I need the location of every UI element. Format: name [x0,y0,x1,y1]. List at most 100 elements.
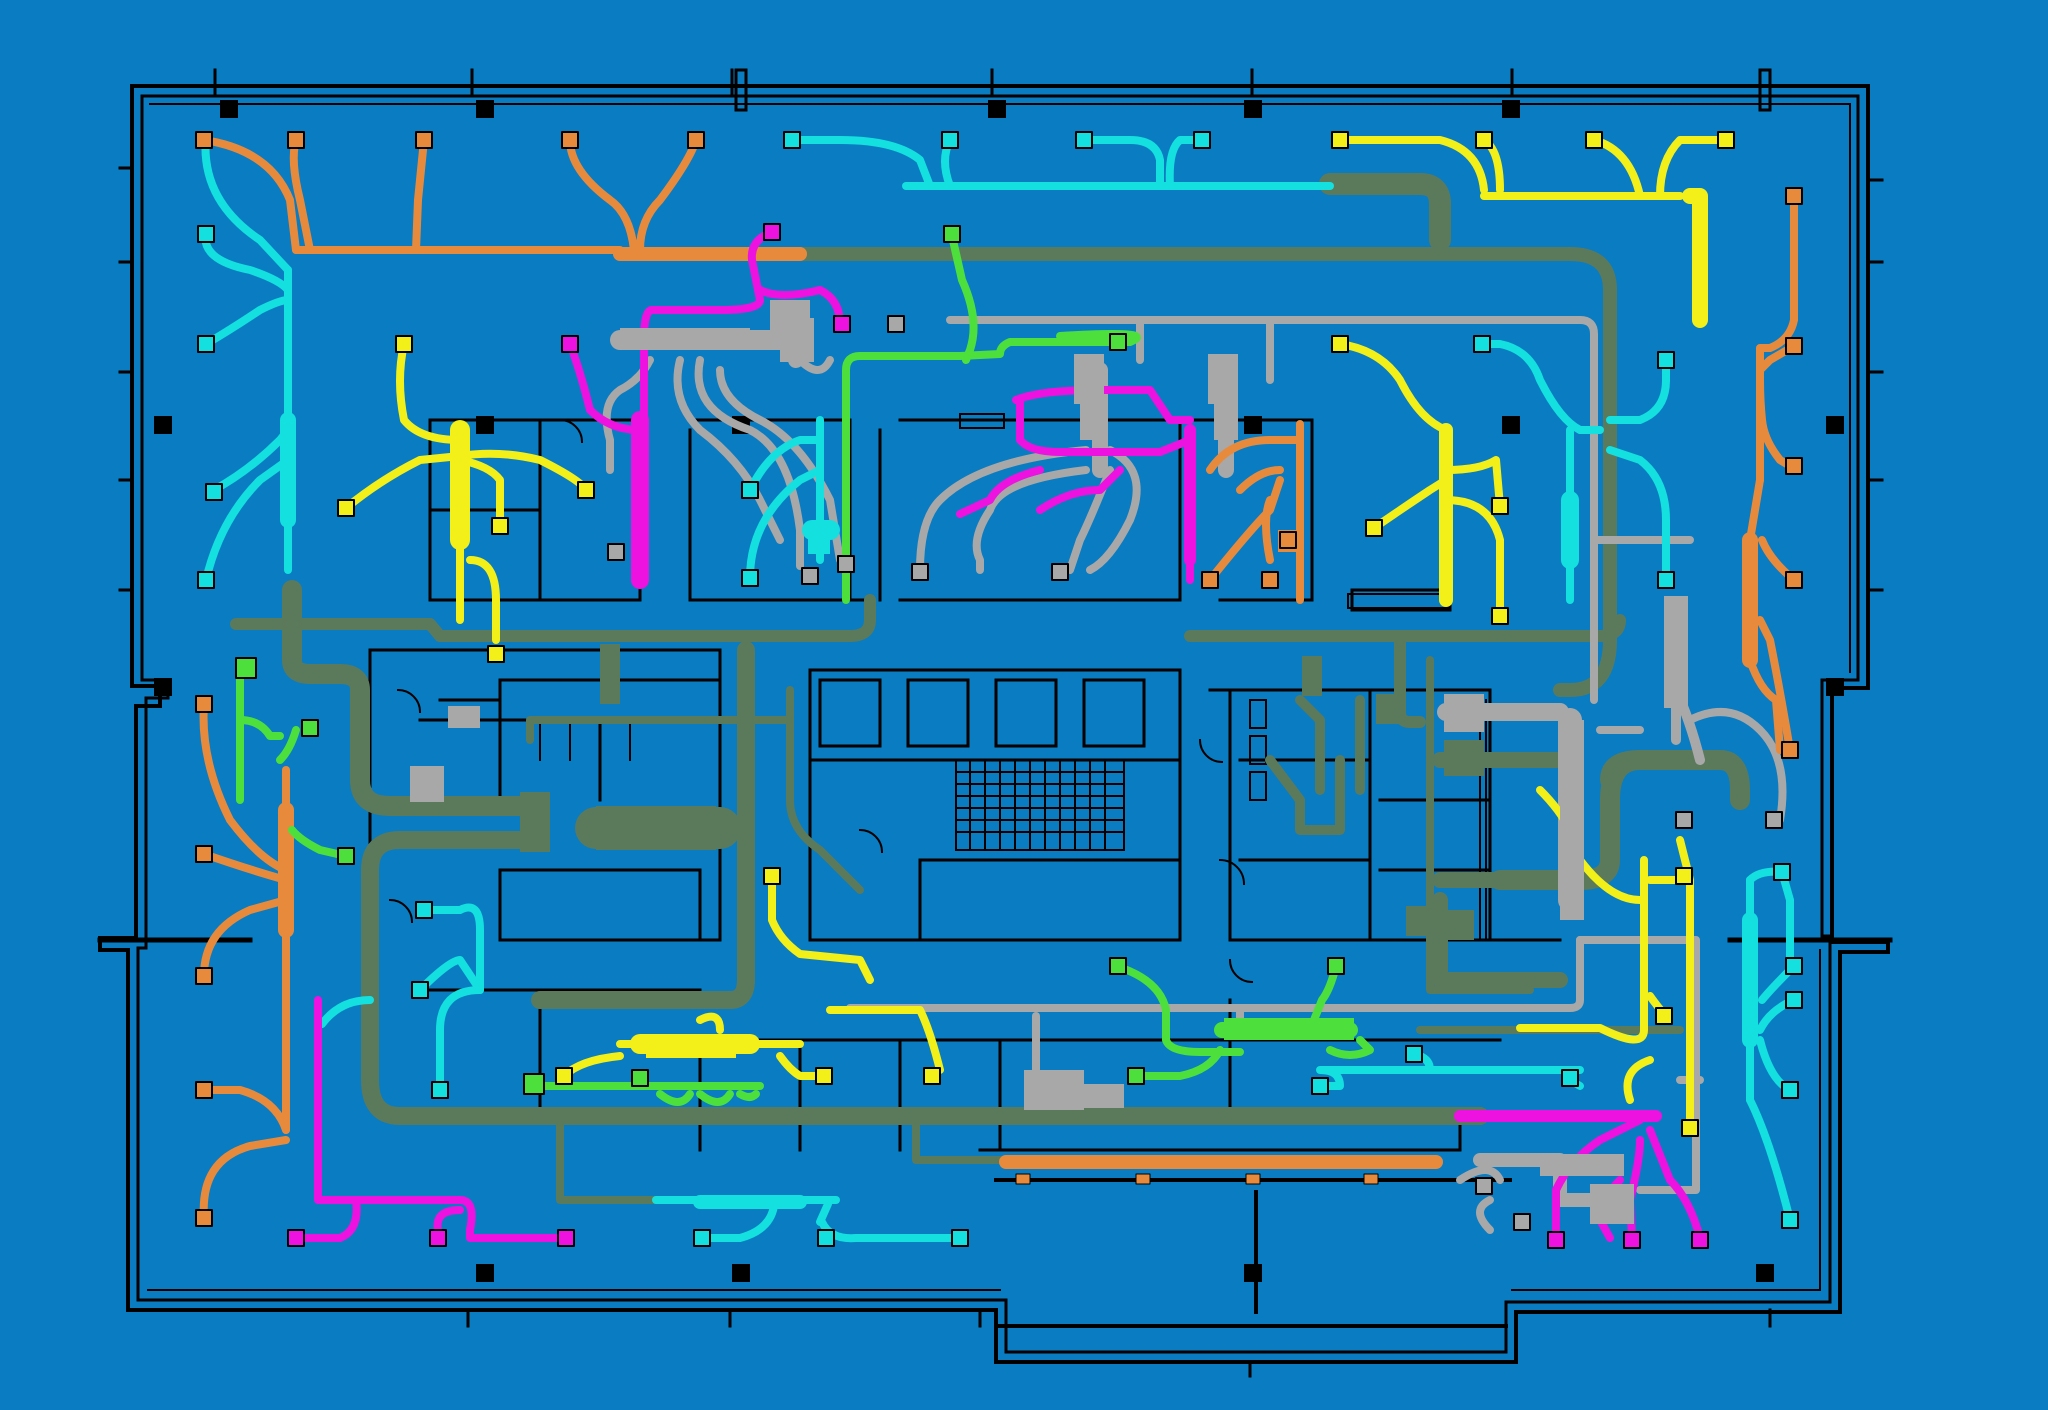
outer-wall [98,84,1890,1364]
yellow-core-2 [826,1006,944,1074]
ahu-east-4 [1664,596,1688,708]
green-west-2 [276,726,350,860]
orange-west-3 [200,896,290,980]
cyan-se-4 [1778,868,1794,964]
linear-diffusers [1015,1173,1379,1185]
green-top-1 [948,232,978,364]
trunk-dual-stubs [1265,695,1365,835]
ahu-green-2 [1302,656,1322,696]
ahu-south-1 [1024,1070,1084,1110]
trunk-east-header [1184,614,1626,642]
cyan-south-east [1316,1052,1584,1090]
ahu-west-2 [448,706,480,728]
yellow-west-1 [396,340,464,444]
yellow-east-3 [1442,496,1504,614]
ahu-west [620,328,750,350]
yellow-top-1 [1336,136,1488,194]
ahu-west-bend [780,318,814,362]
ahu-se-2 [1590,1184,1634,1224]
yellow-vav-1 [646,1034,736,1058]
magenta-south-west [314,996,574,1242]
cyan-west-2 [202,296,292,348]
gray-center-branch-b [972,466,1090,574]
orange-top-1 [200,136,300,254]
cyan-west-low-2 [436,986,484,1094]
orange-west-2 [200,850,290,884]
yellow-east-1 [1336,340,1450,434]
ahu-core-1 [596,806,716,850]
ahu-east-1 [1444,694,1484,732]
magenta-center-2 [956,466,1124,518]
orange-core-2 [1236,466,1284,564]
cyan-west-4 [202,456,292,584]
door-swings [388,418,1254,984]
green-top-header [842,338,1124,604]
gray-center-branch-c [1066,466,1114,574]
ahu-green-4 [1406,906,1430,936]
gray-curve-east [1686,708,1787,824]
ahu-center-neck [1080,400,1104,440]
ahu-core-2 [520,792,550,852]
ahu-west-3 [410,766,444,802]
orange-duct-system [199,136,1798,1222]
stairs [955,759,1125,851]
ahu-east-2 [1444,740,1484,776]
trunk-west-vertical [531,641,755,1009]
magenta-west-1 [640,228,776,424]
trunk-core-supply [526,686,864,894]
gray-branch-west-3 [694,356,804,570]
orange-top-4 [566,136,638,254]
orange-east [1756,192,1798,484]
orange-east-low [1746,476,1784,754]
gray-lower-east [1576,936,1700,1194]
cyan-vav-1 [808,532,830,554]
gray-hook-left [1456,1166,1504,1234]
inner-wall [136,94,1860,1354]
trunk-south-drop [912,1112,1004,1164]
orange-west-4 [200,1086,290,1134]
ahu-se-1 [1540,1154,1624,1176]
trunk-west-header [230,594,876,642]
square-diffuser-icon [195,131,1803,1249]
green-west-1 [236,666,284,804]
top-vent-right [1758,68,1772,112]
cyan-south-2 [816,1200,964,1243]
ahu-green-6 [1224,1018,1354,1040]
ahu-center-1 [1074,354,1104,404]
ahu-south-2 [1080,1084,1124,1108]
yellow-core [768,872,874,984]
ahu-green-3 [1376,694,1404,724]
ahu-green-5 [1444,910,1474,940]
mullions-top [118,68,1884,1378]
orange-top-3 [412,136,428,254]
gray-curve-east-2 [1592,536,1694,734]
cyan-top-2 [1082,136,1204,190]
yellow-west-thin [456,536,500,644]
cyan-east-1 [1478,340,1604,434]
cyan-west-1 [201,228,292,294]
ahu-center-neck2 [1214,400,1238,440]
magenta-west-3 [756,286,844,328]
trunk-top-riser [1319,173,1451,251]
gray-center-branch-a [916,446,1090,574]
cyan-east-4 [1606,446,1670,584]
yellow-west-4 [456,456,504,530]
orange-top-5 [636,136,700,254]
air-handling-units [410,300,1688,1224]
gray-center-branch-d [1086,446,1141,574]
green-west-low-2 [656,1090,760,1106]
yellow-top-east [1682,188,1708,328]
curtain-wall [147,103,1851,1291]
ahu-green-1 [600,644,620,704]
cyan-mid-3 [746,466,824,582]
ahu-east-3 [1560,720,1584,920]
cyan-west-low-3 [318,996,374,1028]
cyan-west-5 [201,132,292,274]
trunk-west-loop [361,831,1489,1125]
cyan-south-1 [696,1202,778,1242]
orange-west-1 [199,700,290,874]
trunk-right-vertical [1426,656,1534,994]
